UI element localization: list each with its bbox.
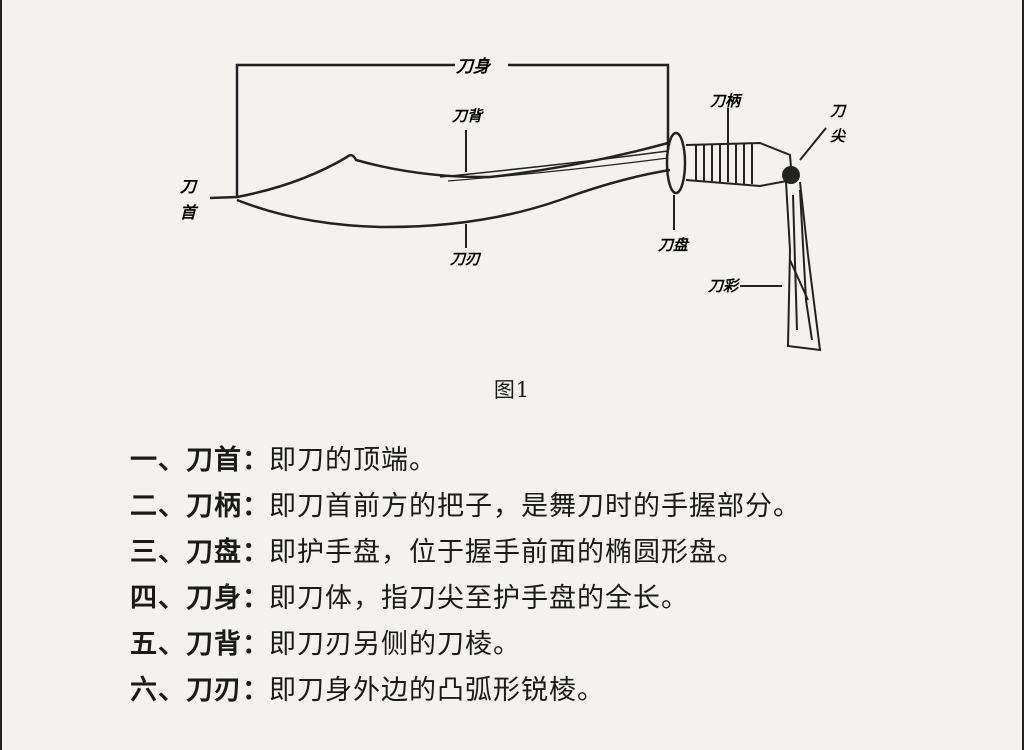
tassel	[785, 181, 822, 352]
pommel	[782, 166, 800, 184]
label-dao-ren: 刀刃	[450, 250, 482, 268]
definition-separator: ：	[242, 537, 269, 568]
definition-term: 刀首	[186, 445, 242, 476]
definition-number: 一、	[130, 445, 186, 476]
definition-item: 一、刀首：即刀的顶端。	[130, 438, 990, 484]
blade	[209, 141, 671, 229]
label-dao-jian-a: 刀	[830, 102, 847, 120]
label-dao-shou-a: 刀	[179, 177, 198, 196]
definition-item: 四、刀身：即刀体，指刀尖至护手盘的全长。	[130, 576, 990, 622]
definition-number: 二、	[130, 491, 186, 522]
definition-item: 三、刀盘：即护手盘，位于握手前面的椭圆形盘。	[130, 530, 990, 576]
definition-separator: ：	[242, 445, 269, 476]
label-dao-jian-b: 尖	[830, 127, 847, 145]
figure-caption: 图1	[493, 378, 531, 402]
definition-separator: ：	[242, 629, 269, 660]
definition-term: 刀柄	[186, 491, 242, 522]
definition-item: 六、刀刃：即刀身外边的凸弧形锐棱。	[130, 668, 990, 714]
definition-text: 即刀的顶端。	[269, 445, 437, 476]
definition-number: 五、	[130, 629, 186, 660]
definition-separator: ：	[242, 583, 269, 614]
definition-text: 即刀首前方的把子，是舞刀时的手握部分。	[269, 491, 801, 522]
definition-list: 一、刀首：即刀的顶端。 二、刀柄：即刀首前方的把子，是舞刀时的手握部分。 三、刀…	[130, 438, 990, 714]
guard	[665, 131, 687, 195]
definition-separator: ：	[242, 675, 269, 706]
label-dao-pan: 刀盘	[658, 236, 690, 254]
handle	[685, 141, 794, 188]
definition-term: 刀盘	[186, 537, 242, 568]
label-dao-bing: 刀柄	[710, 92, 743, 110]
dao-jian-pointer	[799, 127, 827, 161]
definition-text: 即刀刃另侧的刀棱。	[269, 629, 521, 660]
blade-length-bracket	[235, 63, 670, 196]
definition-separator: ：	[242, 491, 269, 522]
label-dao-bei: 刀背	[452, 107, 484, 125]
label-dao-shen: 刀身	[456, 57, 492, 77]
definition-item: 二、刀柄：即刀首前方的把子，是舞刀时的手握部分。	[130, 484, 990, 530]
definition-item: 五、刀背：即刀刃另侧的刀棱。	[130, 622, 990, 668]
definition-text: 即护手盘，位于握手前面的椭圆形盘。	[269, 537, 745, 568]
definition-term: 刀身	[186, 583, 242, 614]
definition-number: 四、	[130, 583, 186, 614]
definition-term: 刀背	[186, 629, 242, 660]
label-dao-shou-b: 首	[180, 203, 199, 222]
definition-number: 六、	[130, 675, 186, 706]
definition-term: 刀刃	[186, 675, 242, 706]
definition-text: 即刀身外边的凸弧形锐棱。	[269, 675, 605, 706]
definition-number: 三、	[130, 537, 186, 568]
definition-text: 即刀体，指刀尖至护手盘的全长。	[269, 583, 689, 614]
saber-diagram: 刀身 刀背 刀刃 刀盘 刀柄 刀 尖 刀彩 刀	[179, 57, 847, 352]
label-dao-cai: 刀彩	[708, 277, 741, 295]
